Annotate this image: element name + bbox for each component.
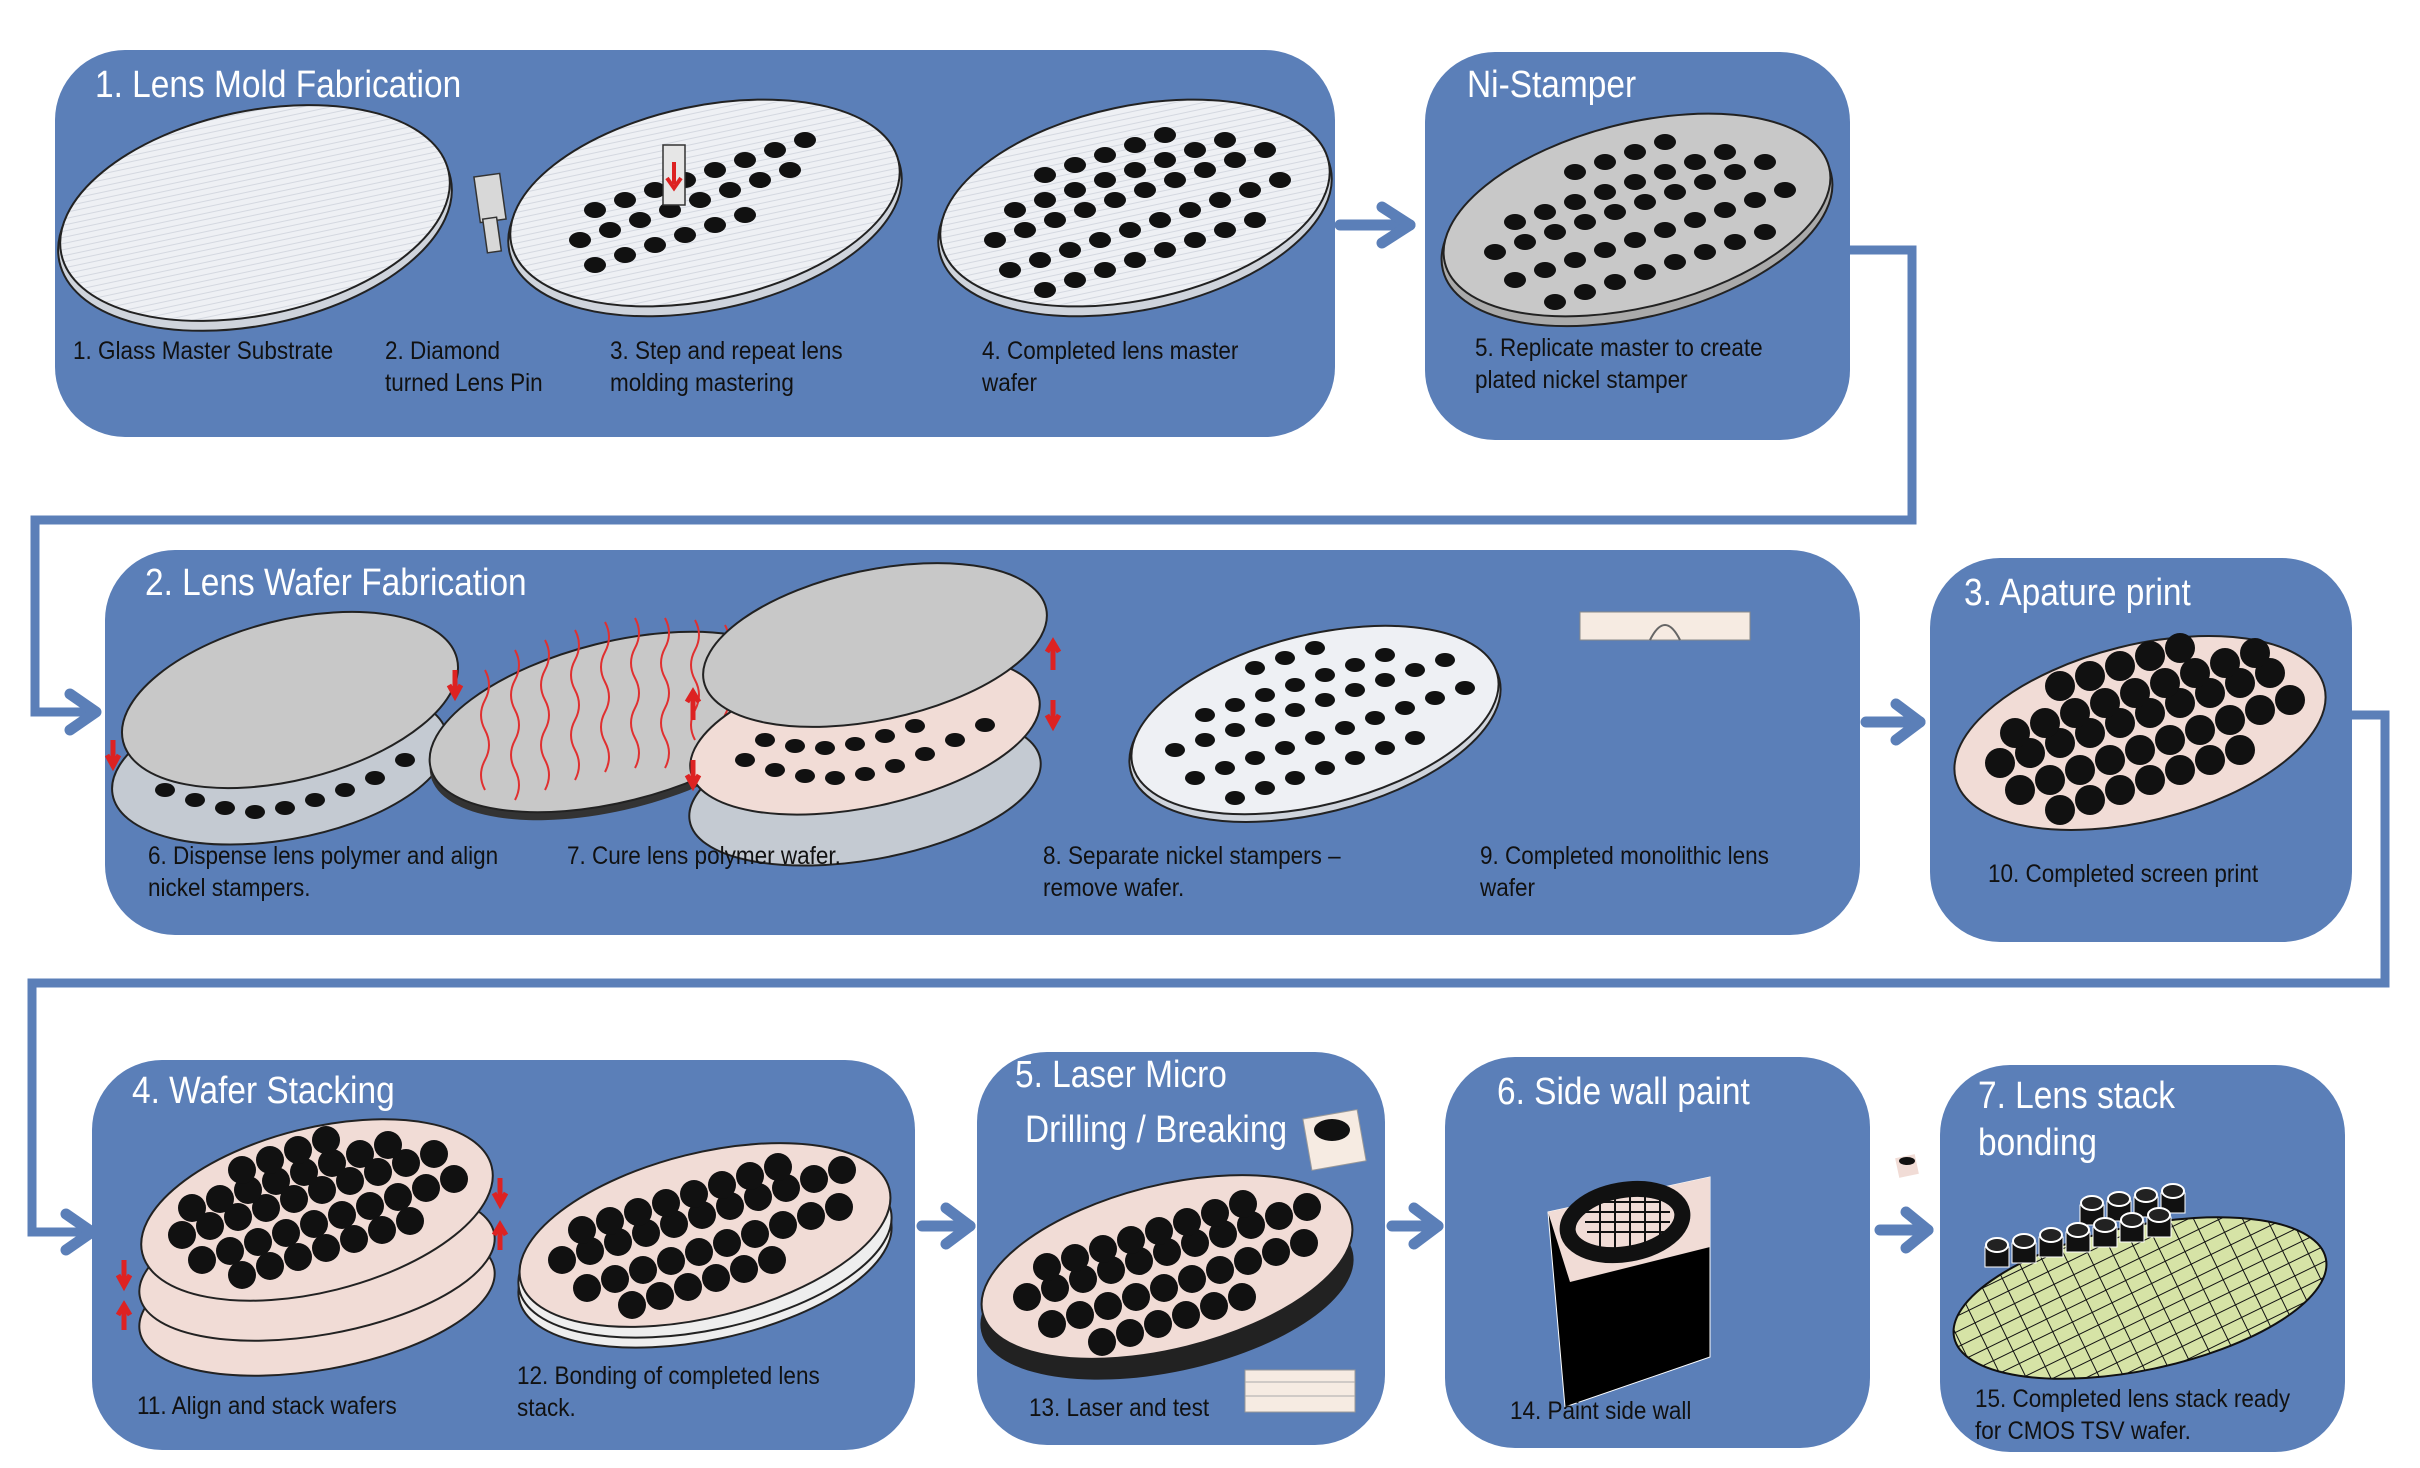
step-caption-4: 4. Completed lens master wafer [982, 337, 1239, 397]
panel-title: 4. Wafer Stacking [132, 1070, 395, 1112]
cmos-wafer-with-lens-stacks [1952, 1183, 2328, 1380]
step-caption-12: 12. Bonding of completed lens stack. [517, 1362, 820, 1422]
laser-drilling-illustrations [980, 1108, 1367, 1413]
arrow-icon-3 [1860, 698, 1926, 746]
step-caption-11: 11. Align and stack wafers [137, 1392, 397, 1420]
step-caption-15: 15. Completed lens stack ready for CMOS … [1975, 1385, 2291, 1445]
step-caption-7: 7. Cure lens polymer wafer. [567, 842, 841, 870]
panel-title: 1. Lens Mold Fabrication [95, 64, 462, 106]
lens-cube-icon [1895, 1154, 1919, 1178]
panel-ni-stamper: Ni-Stamper 5. Replicate master to create… [1425, 52, 1850, 440]
arrow-icon-2 [64, 688, 102, 736]
panel-title: 3. Apature print [1964, 572, 2191, 614]
panel-title: 7. Lens stack [1978, 1075, 2176, 1117]
completed-master-wafer [937, 98, 1333, 318]
glass-master-substrate-wafer [57, 104, 453, 332]
panel-title-line2: Drilling / Breaking [1025, 1109, 1288, 1151]
lens-stack-chips [1984, 1183, 2186, 1268]
panel-side-wall-paint: 6. Side wall paint 14. Paint side wall [1445, 1057, 1870, 1448]
arrow-icon-5 [916, 1202, 976, 1250]
lens-mold-illustrations [57, 98, 1333, 332]
panel-lens-mold-fabrication: 1. Lens Mold Fabrication [55, 50, 1335, 437]
panel-lens-wafer-fabrication: 2. Lens Wafer Fabrication [105, 550, 1860, 935]
connector-ni-stamper-to-lens-wafer [30, 245, 1917, 717]
diamond-lens-pin-icon [473, 172, 507, 254]
panel-title: Ni-Stamper [1467, 64, 1637, 106]
panel-apature-print: 3. Apature print 10. Completed screen pr… [1930, 558, 2352, 942]
cross-section-detail [1244, 1369, 1356, 1413]
lens-wafer-illustrations [105, 562, 1751, 867]
panel-wafer-stacking: 4. Wafer Stacking [92, 1060, 915, 1450]
dispense-align-stampers [105, 610, 464, 846]
panel-title: 5. Laser Micro [1015, 1054, 1227, 1096]
step-caption-3: 3. Step and repeat lens molding masterin… [610, 337, 843, 397]
step-caption-5: 5. Replicate master to create plated nic… [1475, 334, 1763, 394]
panel-title: 6. Side wall paint [1497, 1071, 1750, 1113]
step-repeat-wafer [507, 98, 903, 318]
step-caption-2: 2. Diamond turned Lens Pin [385, 337, 543, 397]
arrow-icon-1 [1334, 201, 1416, 249]
monolithic-lens-wafer [1128, 611, 1751, 823]
panel-title-line2: bonding [1978, 1122, 2098, 1164]
step-caption-14: 14. Paint side wall [1510, 1397, 1692, 1425]
step-caption-8: 8. Separate nickel stampers – remove waf… [1043, 842, 1341, 902]
panel-lens-stack-bonding: 7. Lens stack bonding 15. Completed lens… [1940, 1065, 2345, 1452]
align-stack-wafers [115, 1118, 509, 1377]
arrow-icon-6 [1386, 1202, 1444, 1250]
wafer-stacking-illustrations [115, 1118, 893, 1377]
step-caption-13: 13. Laser and test [1029, 1394, 1210, 1422]
bonded-lens-stack [517, 1142, 893, 1349]
arrow-icon-7 [1874, 1206, 1934, 1254]
step-caption-6: 6. Dispense lens polymer and align nicke… [148, 842, 499, 902]
nickel-stamper-wafer [1440, 112, 1834, 328]
step-caption-9: 9. Completed monolithic lens wafer [1480, 842, 1769, 902]
step-caption-1: 1. Glass Master Substrate [73, 337, 334, 365]
panel-laser-micro-drilling: 5. Laser Micro Drilling / Breaking 13. L… [977, 1052, 1385, 1445]
step-caption-10: 10. Completed screen print [1988, 860, 2259, 888]
screen-printed-wafer [1953, 633, 2327, 831]
painted-lens-cube [1547, 1176, 1711, 1408]
separate-stampers [684, 562, 1062, 867]
connector-apature-to-wafer-stacking [27, 710, 2390, 1237]
diced-lens-cube-icon [1302, 1108, 1367, 1171]
panel-title: 2. Lens Wafer Fabrication [145, 562, 527, 604]
